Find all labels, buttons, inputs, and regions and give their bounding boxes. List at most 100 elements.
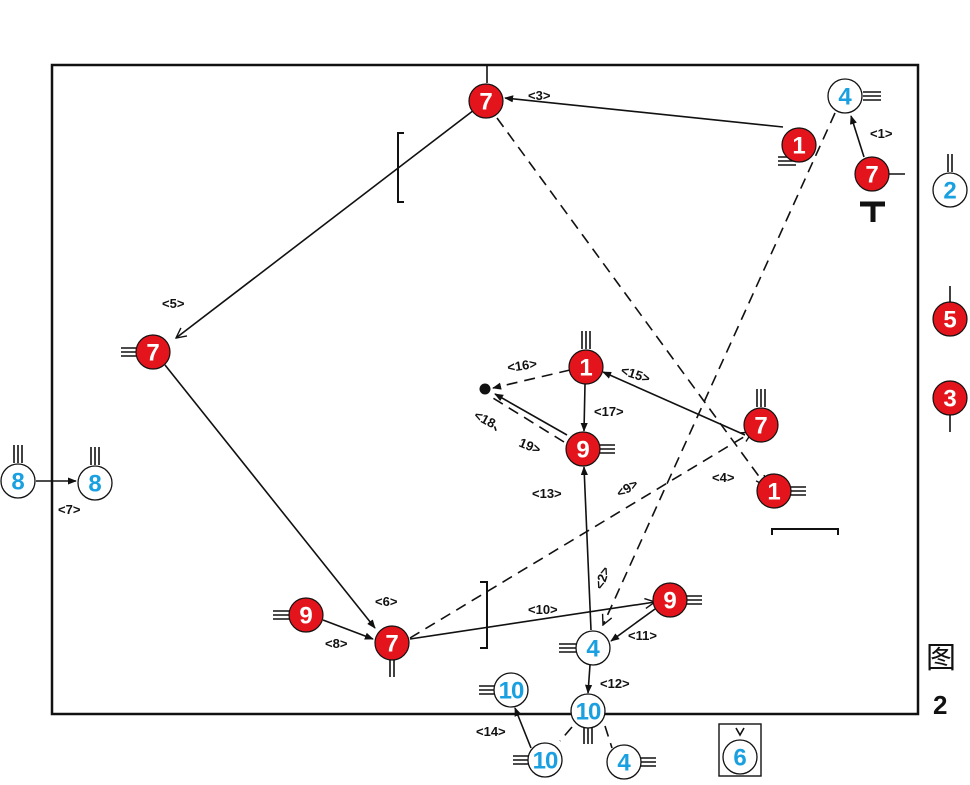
move-label-6: <6>: [375, 594, 398, 609]
v-mark: [735, 727, 745, 737]
player-marker-red: 9: [652, 582, 688, 618]
player-marker-red: 1: [781, 127, 817, 163]
movement-line: [559, 726, 573, 742]
player-number: 7: [146, 340, 159, 367]
player-circle: [527, 742, 563, 778]
player-marker-red: 9: [288, 597, 324, 633]
screen-mark-bottom: [480, 581, 488, 649]
move-label-19: 19>: [517, 435, 543, 457]
player-marker-red: 1: [756, 473, 792, 509]
player-number: 5: [943, 307, 956, 334]
player-marker-blue: 4: [575, 630, 611, 666]
player-marker-red: 7: [135, 334, 171, 370]
movement-line: [164, 364, 376, 629]
facing-tick: [581, 331, 591, 349]
player-circle: [932, 301, 968, 337]
movement-line: [496, 117, 766, 486]
ball-point: [479, 383, 491, 395]
player-circle: [374, 625, 410, 661]
player-circle: [722, 739, 758, 775]
player-marker-blue: 8: [0, 463, 36, 499]
player-number: 8: [88, 471, 101, 498]
player-number: 7: [479, 89, 492, 116]
player-circle: [568, 349, 604, 385]
move-label-3: <3>: [528, 88, 551, 103]
move-label-9: <9>: [614, 476, 641, 501]
facing-tick: [559, 643, 577, 653]
player-circle: [932, 172, 968, 208]
player-number: 10: [533, 748, 558, 775]
player-number: 9: [576, 437, 589, 464]
player-number: 4: [617, 750, 631, 777]
player-marker-blue: 4: [606, 744, 642, 780]
movement-line: [610, 608, 656, 642]
player-number: 1: [767, 479, 780, 506]
player-marker-blue: 10: [570, 693, 606, 729]
player-circle: [468, 83, 504, 119]
player-number: 10: [576, 699, 601, 726]
move-label-16: <16>: [506, 356, 538, 375]
movement-line: [322, 619, 374, 640]
facing-tick: [756, 389, 766, 407]
movement-line: [604, 725, 613, 749]
player-circle: [0, 463, 36, 499]
player-marker-blue: 10: [493, 672, 529, 708]
player-number: 7: [754, 413, 767, 440]
move-label-2: <2>: [592, 565, 613, 591]
player-circle: [932, 380, 968, 416]
player-circle: [493, 672, 529, 708]
player-number: 2: [943, 178, 956, 205]
facing-tick: [90, 447, 100, 465]
t-marker: [860, 201, 885, 222]
player-number: 1: [792, 133, 805, 160]
player-number: 8: [11, 469, 24, 496]
player-number: 6: [733, 745, 746, 772]
player-number: 9: [663, 588, 676, 615]
player-marker-red: 1: [568, 349, 604, 385]
player-circle: [652, 582, 688, 618]
player-marker-red: 7: [854, 156, 890, 192]
move-label-7: <7>: [58, 502, 81, 517]
figure-number: 2: [933, 690, 947, 720]
facing-tick: [389, 659, 395, 677]
facing-tick: [273, 610, 291, 620]
facing-tick: [13, 445, 23, 463]
player-circle: [743, 407, 779, 443]
movement-line: [504, 95, 784, 128]
move-label-10: <10>: [528, 602, 558, 617]
move-label-17: <17>: [594, 404, 624, 419]
movement-lines: [36, 95, 865, 749]
player-circle: [756, 473, 792, 509]
player-number: 9: [299, 603, 312, 630]
move-label-1: <1>: [870, 126, 893, 141]
movement-line: [850, 115, 865, 158]
movement-line: [409, 432, 752, 639]
player-circle: [781, 127, 817, 163]
movement-line: [176, 109, 475, 338]
movement-line: [602, 371, 746, 436]
player-circle: [575, 630, 611, 666]
movement-line: [580, 383, 588, 432]
facing-tick: [583, 726, 593, 744]
player-marker-red: 5: [932, 301, 968, 337]
movement-line: [409, 602, 655, 640]
player-circle: [827, 78, 863, 114]
player-marker-blue: 8: [77, 465, 113, 501]
player-circle: [570, 693, 606, 729]
facing-tick: [947, 154, 953, 172]
figure-char: 图: [926, 641, 956, 676]
player-marker-red: 7: [468, 83, 504, 119]
player-circle: [288, 597, 324, 633]
movement-line: [580, 466, 592, 631]
move-label-18: <18、: [472, 407, 510, 437]
movement-line: [584, 664, 593, 694]
movement-line: [514, 707, 532, 749]
player-circle: [135, 334, 171, 370]
movement-line: [603, 112, 836, 625]
player-marker-red: 9: [565, 431, 601, 467]
move-label-14: <14>: [476, 724, 506, 739]
player-marker-red: 7: [743, 407, 779, 443]
facing-ticks: [13, 65, 953, 767]
